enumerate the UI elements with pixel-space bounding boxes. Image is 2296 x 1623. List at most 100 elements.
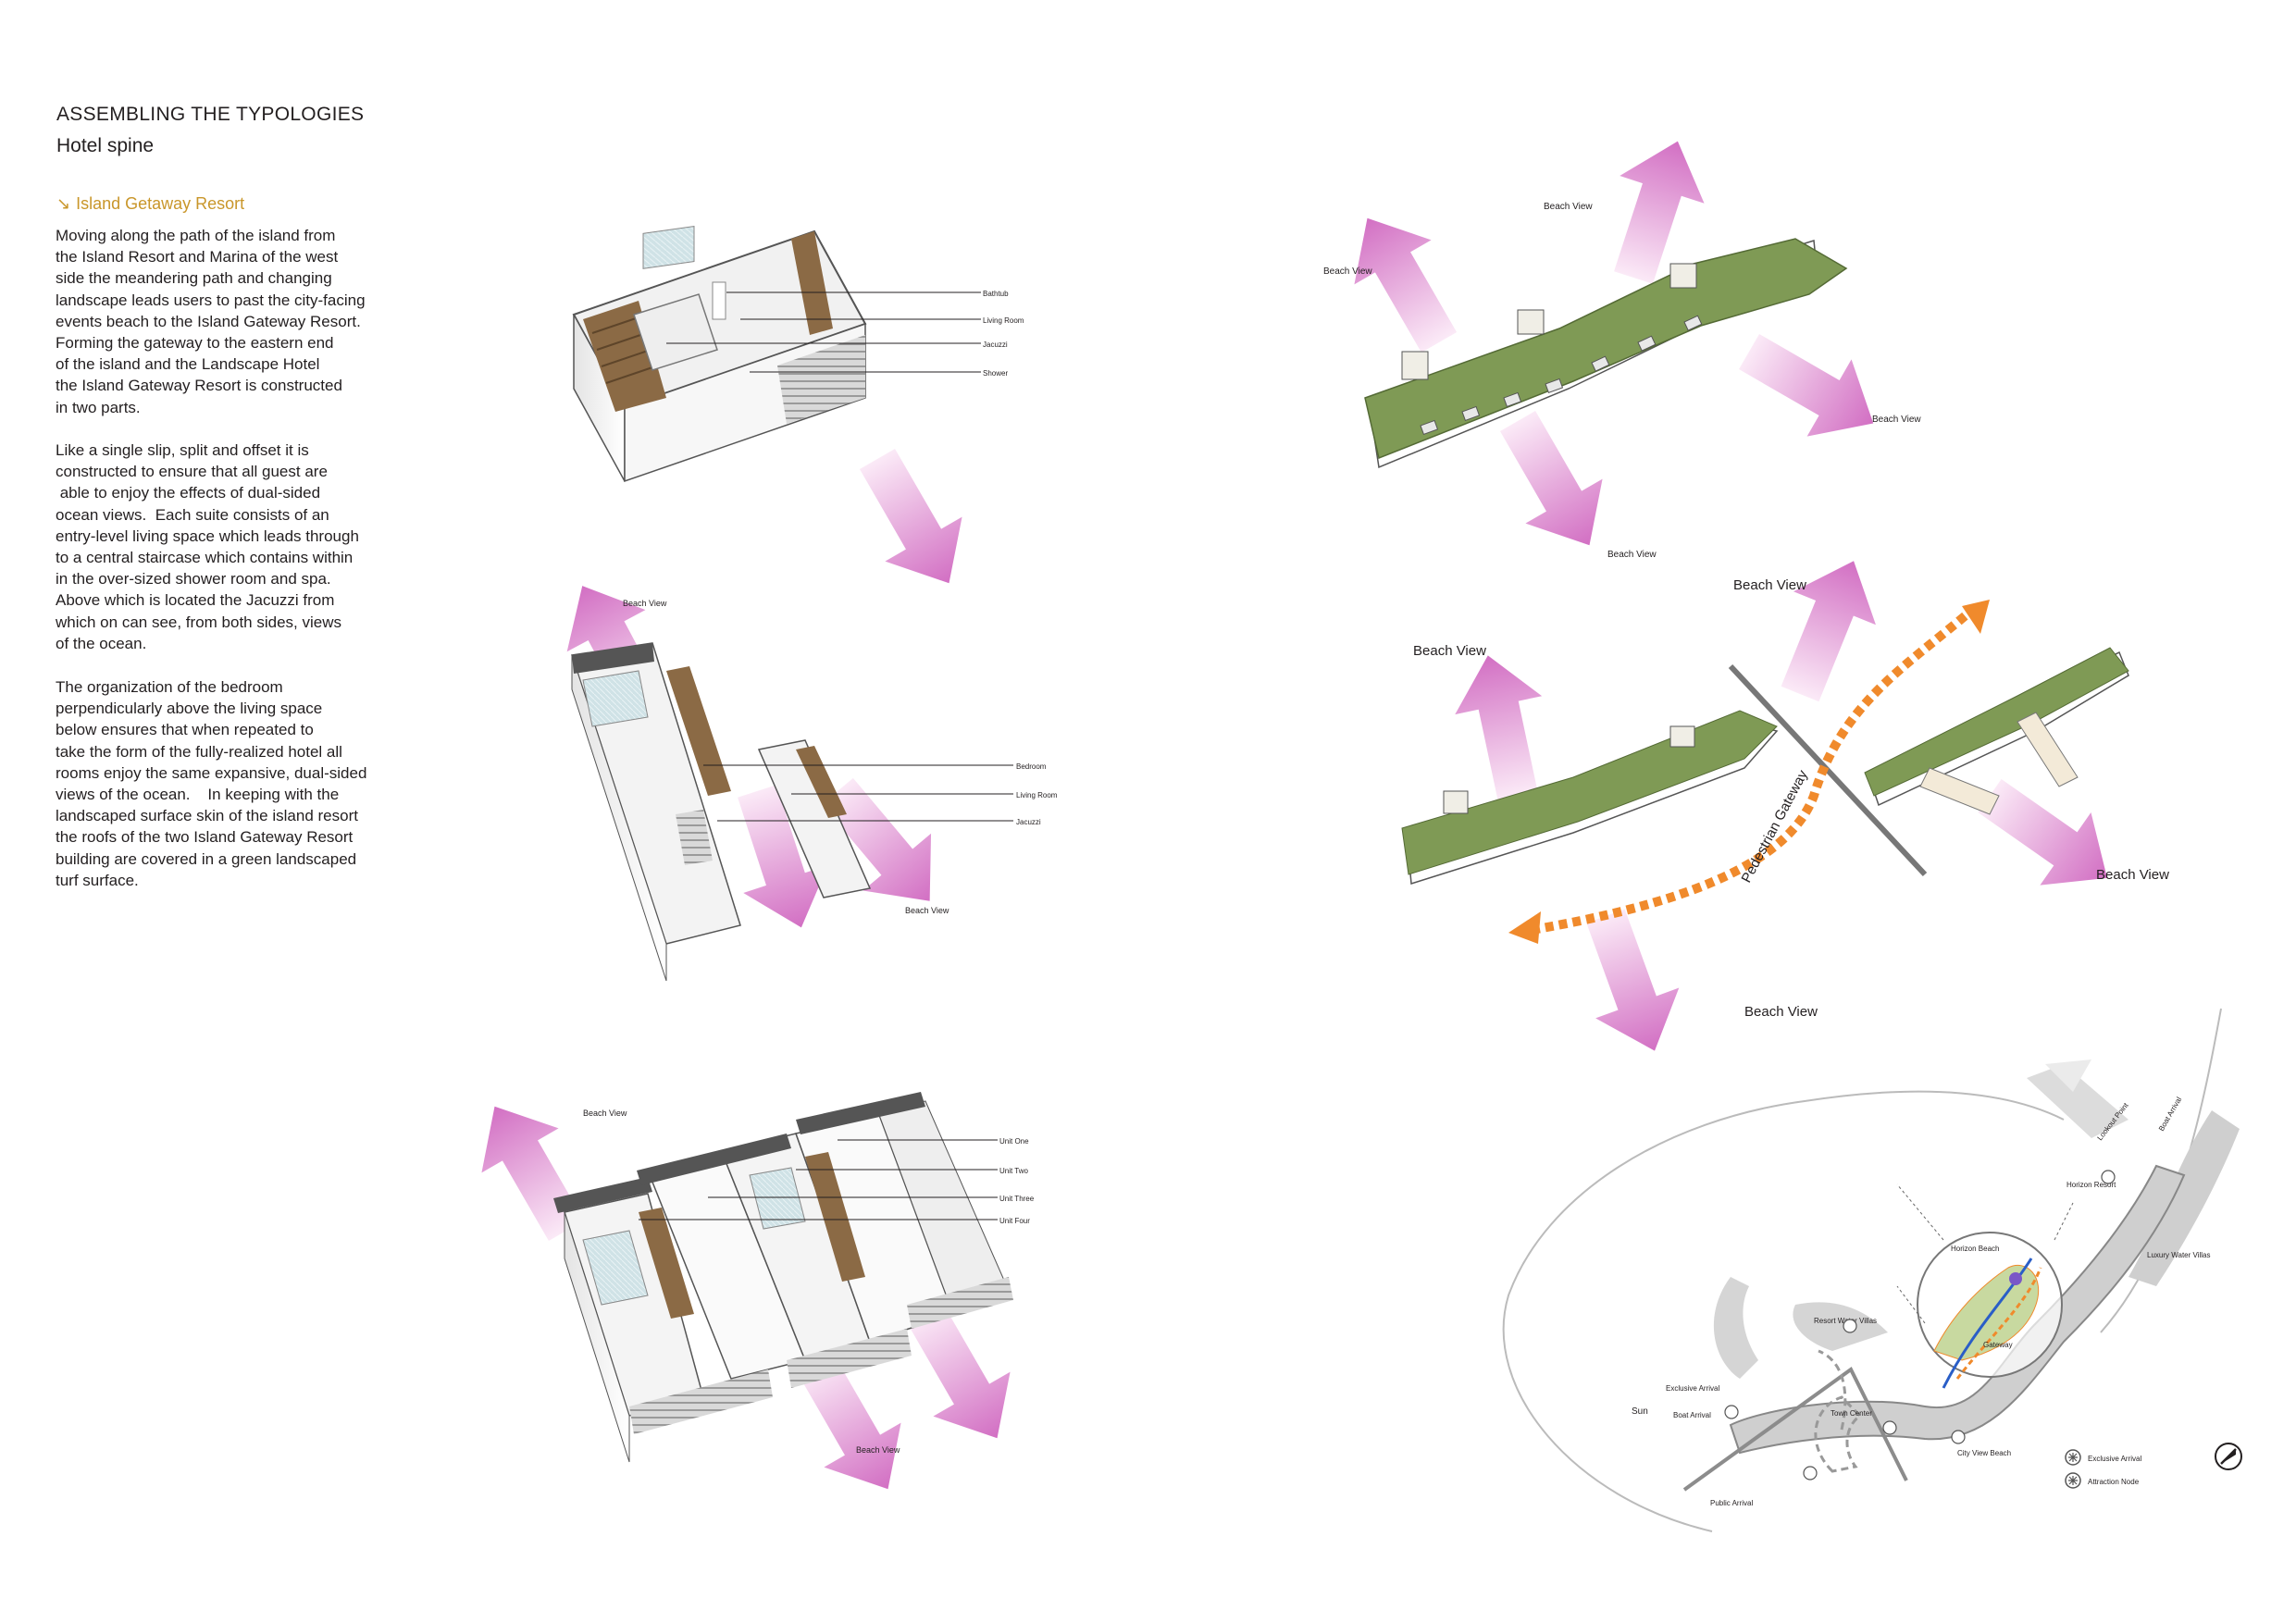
map-label-sun: Sun bbox=[1632, 1406, 1648, 1417]
louver-front-1 bbox=[629, 1369, 773, 1434]
legend-attraction-node: Attraction Node bbox=[2088, 1478, 2140, 1486]
section-heading-text: Island Getaway Resort bbox=[76, 194, 245, 213]
map-node-icons bbox=[1724, 1170, 2116, 1481]
text-line: Moving along the path of the island from bbox=[56, 227, 336, 244]
living-volume bbox=[757, 739, 872, 898]
site-map: Lookout Point Boat Arrival Horizon Resor… bbox=[1502, 1008, 2242, 1532]
label-jacuzzi: Jacuzzi bbox=[983, 341, 1008, 349]
pink-arrow-beach-view-nw bbox=[1328, 195, 1478, 365]
suite-bedroom-diagram: Beach View Beach View Bedroom Living Roo… bbox=[542, 564, 1058, 982]
text-line: the roofs of the two Island Gateway Reso… bbox=[56, 828, 354, 847]
gateway-arrowhead-east bbox=[1962, 600, 1990, 634]
label-unit-four: Unit Four bbox=[999, 1217, 1030, 1225]
jacuzzi-block bbox=[633, 293, 718, 371]
pink-arrow-beach-view-s bbox=[1563, 900, 1697, 1067]
text-line: views of the ocean. In keeping with the bbox=[56, 786, 340, 804]
view-lines bbox=[1896, 1183, 2074, 1324]
rooftop-box bbox=[1669, 725, 1695, 748]
text-line: Above which is located the Jacuzzi from bbox=[56, 591, 335, 610]
text-line: landscaped surface skin of the island re… bbox=[56, 807, 358, 825]
pedestrian-gateway-label: Pedestrian Gateway bbox=[1739, 767, 1812, 886]
roof-edge-2 bbox=[637, 1134, 791, 1185]
body-paragraph-3: The organization of the bedroom perpendi… bbox=[56, 676, 398, 891]
beach-view-label-s: Beach View bbox=[1744, 1004, 1818, 1020]
text-line: turf surface. bbox=[56, 871, 139, 889]
pink-arrow-beach-view-n bbox=[1758, 544, 1895, 711]
pink-arrow-beach-view-e bbox=[1727, 313, 1896, 463]
arrow-down-right-icon: ↘ bbox=[56, 194, 71, 213]
label-unit-three: Unit Three bbox=[999, 1195, 1035, 1203]
text-line: to a central staircase which contains wi… bbox=[56, 549, 354, 567]
beach-view-label-s: Beach View bbox=[1607, 550, 1657, 560]
text-line: of the ocean. bbox=[56, 634, 147, 652]
text-line: Forming the gateway to the eastern end bbox=[56, 334, 334, 353]
label-shower: Shower bbox=[983, 369, 1008, 378]
beach-view-label-nw: Beach View bbox=[1413, 643, 1486, 659]
public-road bbox=[1682, 1367, 1908, 1492]
gateway-arrowhead-west bbox=[1508, 911, 1541, 944]
rooftop-box bbox=[1401, 351, 1429, 380]
pink-arrow-beach-view-s bbox=[1479, 399, 1629, 568]
map-label-boat-arrival: Boat Arrival bbox=[2157, 1096, 2183, 1133]
label-bedroom: Bedroom bbox=[1016, 762, 1047, 771]
beach-view-label-bottom: Beach View bbox=[856, 1445, 900, 1455]
bedroom-side-wall bbox=[571, 654, 667, 982]
west-islet bbox=[1713, 1277, 1758, 1379]
spine-building-diagram: Beach View Beach View Beach View Beach V… bbox=[1323, 127, 1921, 568]
east-wing-green-roof bbox=[1864, 647, 2129, 797]
page-title: ASSEMBLING THE TYPOLOGIES bbox=[56, 104, 365, 125]
roof-edge-1 bbox=[553, 1177, 652, 1213]
unit-three-glass bbox=[749, 1167, 806, 1230]
page-subtitle: Hotel spine bbox=[56, 135, 155, 156]
north-arrow-icon bbox=[2215, 1443, 2242, 1470]
beach-view-label-n: Beach View bbox=[1544, 202, 1593, 212]
unit-side-wall bbox=[564, 1211, 630, 1463]
louver-front-3 bbox=[907, 1277, 1013, 1329]
text-line: which on can see, from both sides, views bbox=[56, 613, 341, 631]
pink-arrow-beach-view-se bbox=[1964, 759, 2133, 915]
unit-one-timber bbox=[639, 1208, 694, 1319]
beach-view-label-top: Beach View bbox=[623, 599, 667, 608]
louvred-screen bbox=[777, 335, 865, 424]
east-wing-deck bbox=[1919, 767, 2000, 815]
label-unit-two: Unit Two bbox=[999, 1167, 1029, 1175]
roof-edge-3 bbox=[796, 1092, 925, 1134]
label-unit-one: Unit One bbox=[999, 1137, 1029, 1146]
text-line: rooms enjoy the same expansive, dual-sid… bbox=[56, 763, 367, 782]
beach-view-label-nw: Beach View bbox=[1323, 266, 1372, 277]
legend-exclusive-arrival: Exclusive Arrival bbox=[2088, 1455, 2141, 1463]
rooftop-box bbox=[1443, 790, 1469, 814]
label-living-room: Living Room bbox=[1016, 791, 1058, 799]
stair-louver bbox=[676, 810, 713, 865]
text-line: in two parts. bbox=[56, 398, 141, 416]
blue-route bbox=[1942, 1258, 2033, 1389]
text-line: perpendicularly above the living space bbox=[56, 700, 323, 718]
pink-arrow-beach-view bbox=[838, 437, 988, 606]
beach-view-label-se: Beach View bbox=[2096, 867, 2169, 883]
rooftop-box bbox=[1669, 263, 1697, 289]
repeated-units-diagram: Beach View Beach View Unit One Unit Two … bbox=[455, 1084, 1036, 1512]
text-line: side the meandering path and changing bbox=[56, 269, 332, 288]
exclusive-arrival-icon bbox=[2065, 1449, 2081, 1466]
attraction-node-icon bbox=[2065, 1472, 2081, 1489]
section-heading: ↘ Island Getaway Resort bbox=[56, 194, 244, 214]
label-bathtub: Bathtub bbox=[983, 290, 1009, 298]
map-label-boat-arrival-west: Boat Arrival bbox=[1673, 1411, 1711, 1419]
split-spine-diagram: Pedestrian Gateway Beach View Beach View… bbox=[1401, 544, 2169, 1067]
text-line: in the over-sized shower room and spa. bbox=[56, 570, 331, 588]
east-wing-deck-2 bbox=[2017, 712, 2079, 787]
map-label-gateway: Gateway bbox=[1983, 1341, 2013, 1349]
beach-view-label-n: Beach View bbox=[1733, 577, 1806, 593]
luxury-villa-island bbox=[2128, 1110, 2240, 1286]
lookout-wedge bbox=[2027, 1064, 2128, 1138]
body-paragraph-1: Moving along the path of the island from… bbox=[56, 225, 398, 418]
gateway-zone bbox=[1933, 1264, 2040, 1361]
map-label-exclusive-arrival: Exclusive Arrival bbox=[1666, 1384, 1719, 1393]
label-jacuzzi: Jacuzzi bbox=[1016, 818, 1041, 826]
suite-living-diagram: Bathtub Living Room Jacuzzi Shower bbox=[572, 226, 1024, 606]
pink-arrow-beach-view-nw bbox=[1444, 646, 1561, 805]
text-line: Like a single slip, split and offset it … bbox=[56, 441, 309, 459]
body-paragraph-2: Like a single slip, split and offset it … bbox=[56, 440, 398, 654]
map-label-public-arrival: Public Arrival bbox=[1710, 1499, 1753, 1507]
